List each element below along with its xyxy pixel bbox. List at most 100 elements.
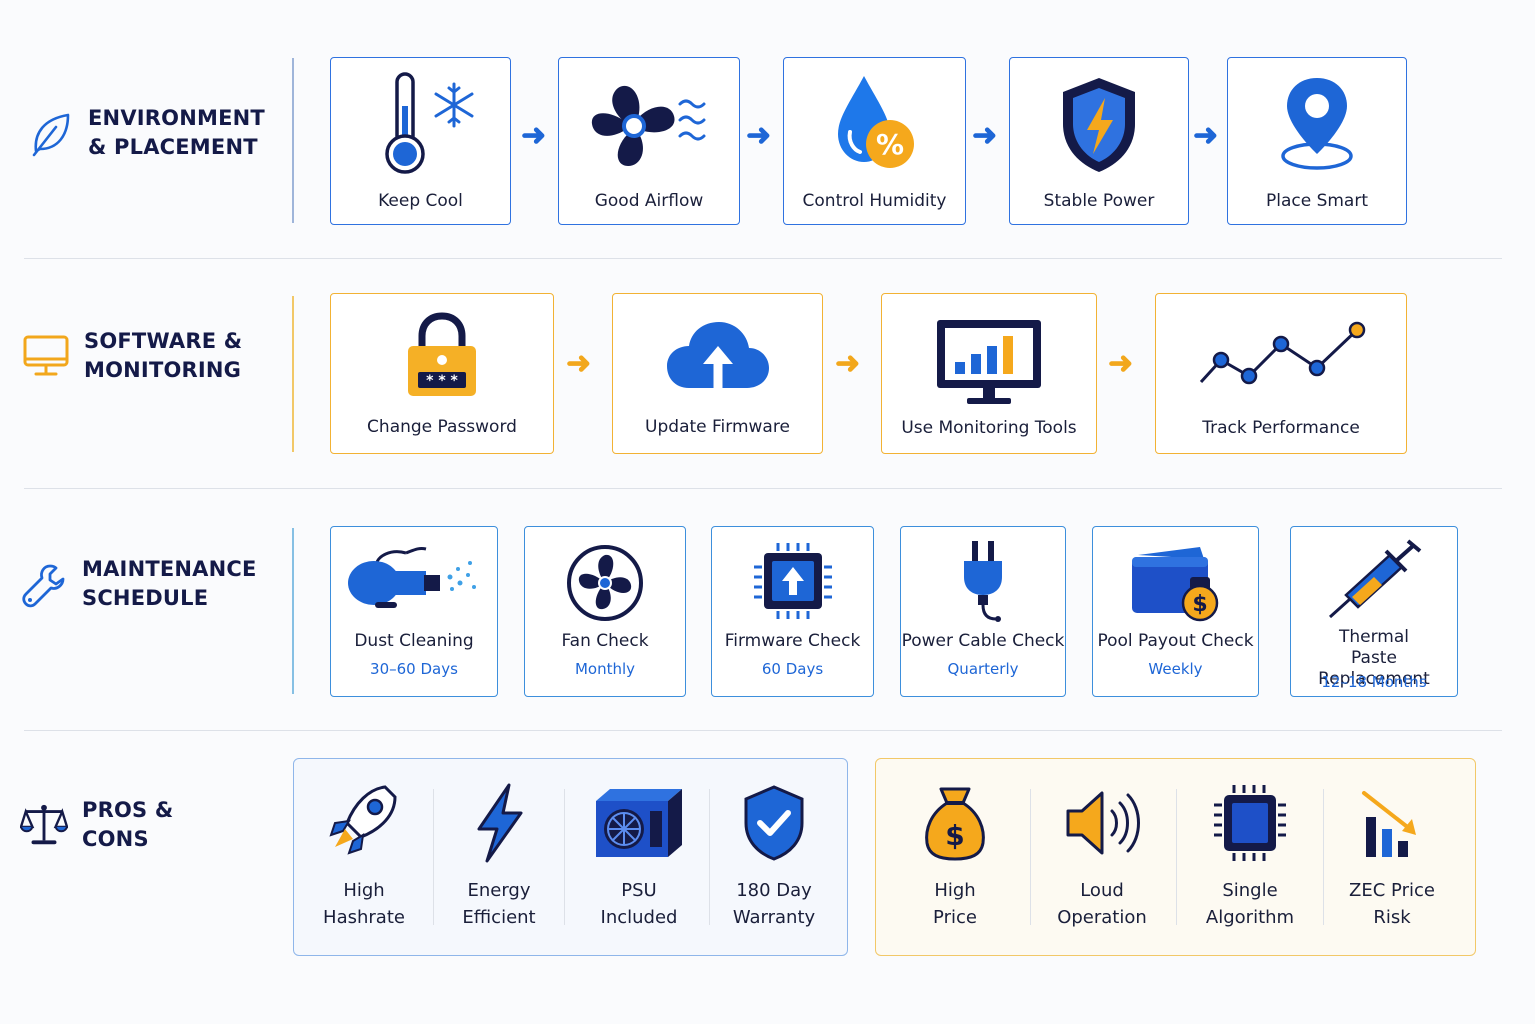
card-use-monitoring-tools: Use Monitoring Tools: [881, 293, 1097, 454]
price-down-chart-icon: [1332, 783, 1452, 863]
item-label-line1: Single: [1222, 880, 1278, 901]
card-label: Stable Power: [1043, 191, 1155, 211]
item-label-line1: High: [934, 880, 976, 901]
card-pool-payout-check: $ Pool Payout Check Weekly: [1092, 526, 1259, 697]
card-label: Dust Cleaning: [354, 631, 474, 651]
thermometer-snowflake-icon: [331, 70, 510, 176]
item-label-line2: Included: [600, 907, 678, 928]
card-label: Power Cable Check: [901, 631, 1065, 651]
card-label: Control Humidity: [802, 191, 947, 211]
syringe-icon: [1291, 539, 1457, 621]
svg-text:* * *: * * *: [426, 373, 458, 389]
section-divider-line: [292, 296, 294, 452]
item-divider: [709, 789, 710, 925]
arrow-right-icon: ➜: [972, 119, 998, 152]
item-divider: [1030, 789, 1031, 925]
money-bag-icon: $: [895, 783, 1015, 863]
card-frequency: 60 Days: [761, 660, 824, 678]
card-label: Good Airflow: [594, 191, 704, 211]
speaker-icon: [1042, 783, 1162, 863]
wrench-icon: [20, 560, 68, 608]
item-label-line2: Efficient: [462, 907, 536, 928]
padlock-icon: * * *: [331, 312, 553, 398]
arrow-right-icon: ➜: [566, 347, 592, 380]
power-plug-icon: [901, 539, 1065, 623]
item-divider: [433, 789, 434, 925]
item-label-line1: Loud: [1080, 880, 1124, 901]
card-keep-cool: Keep Cool: [330, 57, 511, 225]
card-label: Thermal Paste Replacement: [1291, 627, 1457, 690]
svg-text:%: %: [875, 128, 903, 161]
svg-text:$: $: [1192, 592, 1207, 617]
card-fan-check: Fan Check Monthly: [524, 526, 686, 697]
svg-text:$: $: [945, 819, 964, 852]
card-label: Track Performance: [1202, 418, 1360, 438]
card-label: Firmware Check: [724, 631, 861, 651]
item-label-line1: Energy: [467, 880, 531, 901]
card-firmware-check: Firmware Check 60 Days: [711, 526, 874, 697]
card-control-humidity: % Control Humidity: [783, 57, 966, 225]
water-drop-percent-icon: %: [784, 72, 965, 176]
card-label: Change Password: [367, 417, 517, 437]
shield-bolt-icon: [1010, 74, 1188, 176]
card-stable-power: Stable Power: [1009, 57, 1189, 225]
section-software-title: SOFTWARE & MONITORING: [22, 327, 254, 385]
item-label-line2: Hashrate: [323, 907, 405, 928]
monitor-chart-icon: [882, 316, 1096, 408]
leaf-icon: [26, 109, 74, 157]
section-title-text: ENVIRONMENT & PLACEMENT: [88, 106, 265, 159]
shield-check-icon: [714, 783, 834, 863]
card-frequency: Monthly: [574, 660, 636, 678]
arrow-right-icon: ➜: [521, 119, 547, 152]
section-proscons-title: PROS & CONS: [20, 796, 242, 854]
arrow-right-icon: ➜: [1193, 119, 1219, 152]
card-thermal-paste-replacement: Thermal Paste Replacement 12–18 Months: [1290, 526, 1458, 697]
card-label: Update Firmware: [645, 417, 790, 437]
chip-upload-icon: [712, 541, 873, 621]
card-label: Use Monitoring Tools: [901, 418, 1077, 438]
item-label-line1: High: [343, 880, 385, 901]
card-frequency: 12–18 Months: [1321, 673, 1427, 691]
section-divider-line: [292, 528, 294, 694]
lightning-icon: [439, 783, 559, 863]
section-divider-line: [292, 58, 294, 223]
card-frequency: 30–60 Days: [370, 660, 458, 678]
air-blower-icon: [331, 543, 497, 609]
cloud-upload-icon: [613, 318, 822, 392]
wallet-dollar-icon: $: [1093, 543, 1258, 623]
item-divider: [1176, 789, 1177, 925]
item-label-line1: ZEC Price: [1349, 880, 1435, 901]
section-maintenance-title: MAINTENANCE SCHEDULE: [20, 555, 256, 613]
item-label-line1: 180 Day: [736, 880, 812, 901]
card-change-password: * * * Change Password: [330, 293, 554, 454]
fan-airflow-icon: [559, 76, 739, 176]
fan-icon: [525, 543, 685, 623]
item-divider: [1323, 789, 1324, 925]
card-label: Fan Check: [561, 631, 649, 651]
line-chart-icon: [1156, 320, 1406, 390]
item-label-line1: PSU: [621, 880, 657, 901]
card-place-smart: Place Smart: [1227, 57, 1407, 225]
chip-icon: [1190, 783, 1310, 863]
card-label: Keep Cool: [378, 191, 463, 211]
section-environment-title: ENVIRONMENT & PLACEMENT: [26, 104, 265, 162]
card-power-cable-check: Power Cable Check Quarterly: [900, 526, 1066, 697]
section-title-text: SOFTWARE & MONITORING: [84, 329, 243, 382]
card-track-performance: Track Performance: [1155, 293, 1407, 454]
arrow-right-icon: ➜: [835, 347, 861, 380]
section-title-text: PROS & CONS: [82, 798, 174, 851]
item-label-line2: Risk: [1373, 907, 1411, 928]
card-label-text: Thermal Paste Replacement: [1318, 627, 1430, 689]
